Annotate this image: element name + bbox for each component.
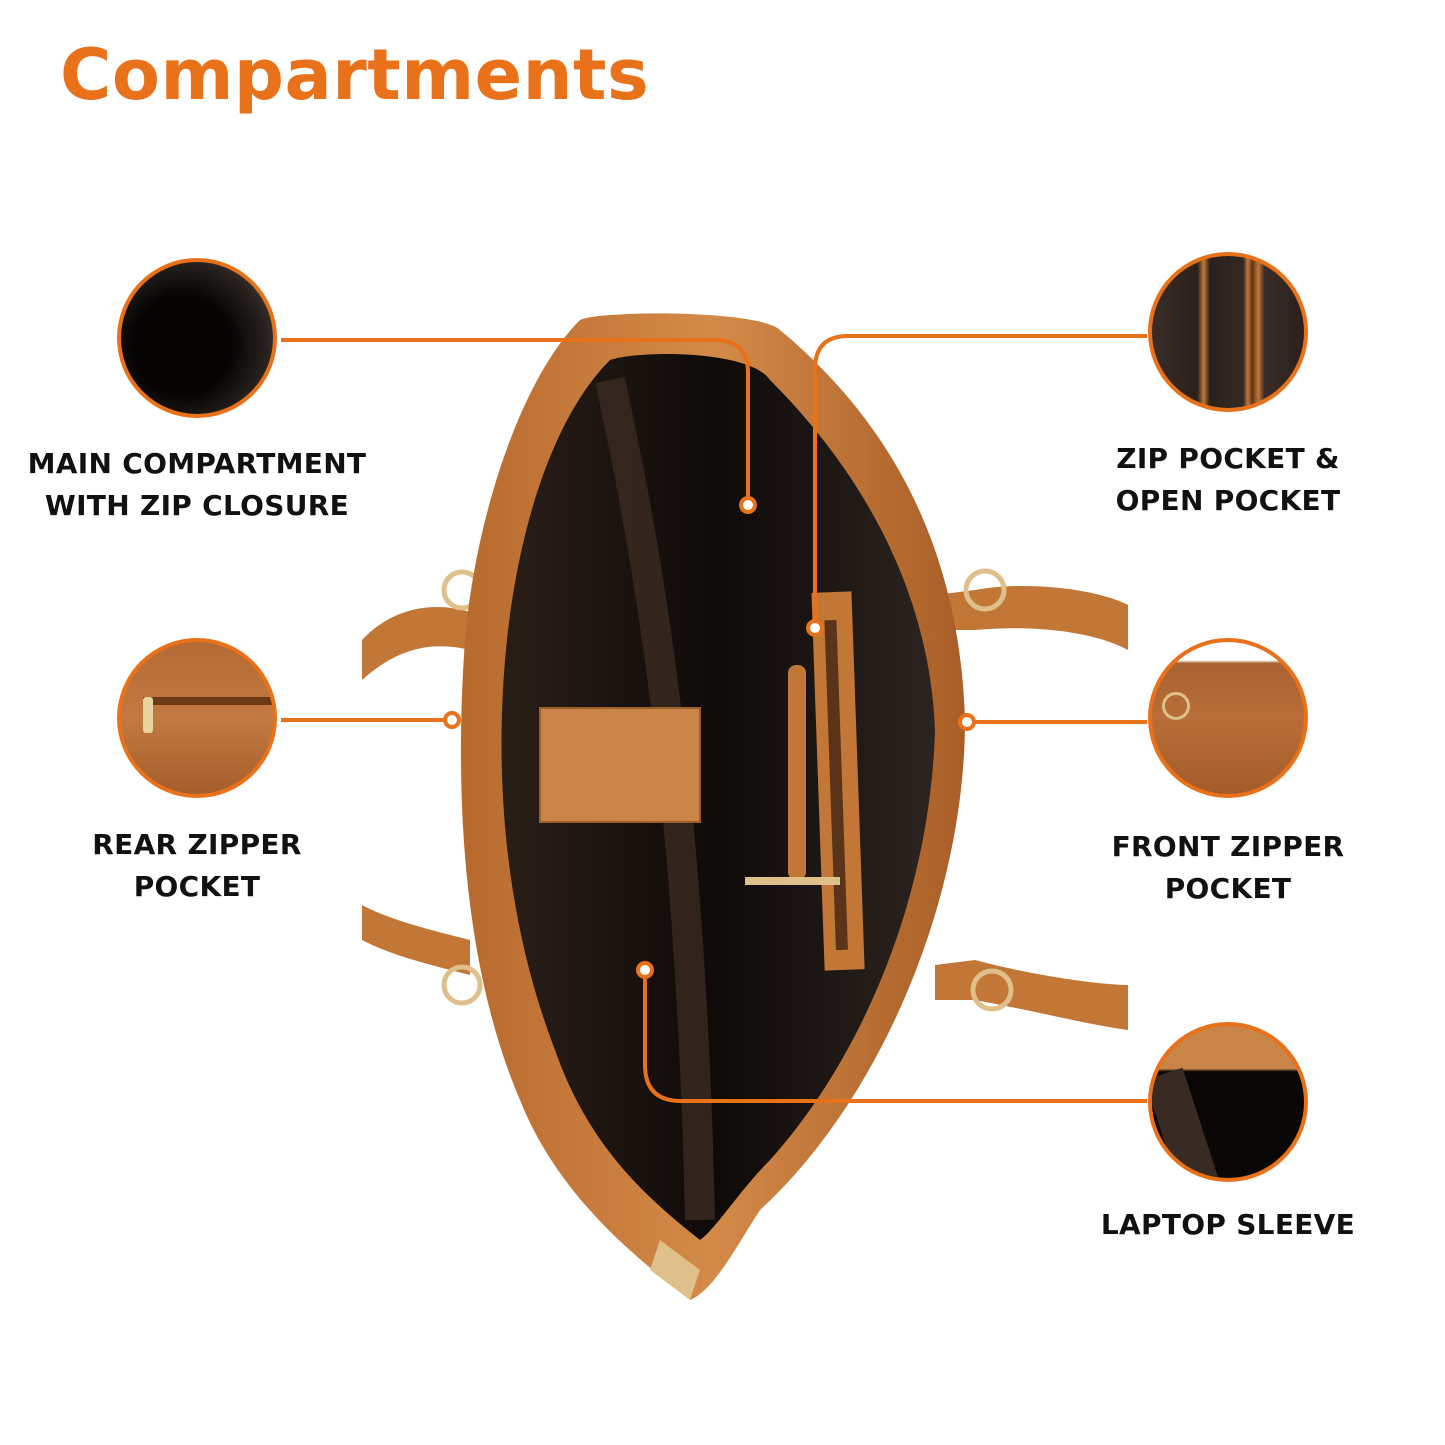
handle-right: [935, 568, 1128, 1030]
label-line: FRONT ZIPPER: [1111, 830, 1345, 863]
label-line: LAPTOP SLEEVE: [1100, 1208, 1356, 1241]
label-line: ZIP POCKET &: [1116, 442, 1340, 475]
label-laptop-sleeve: LAPTOP SLEEVE: [1030, 1204, 1426, 1246]
label-line: MAIN COMPARTMENT: [27, 447, 367, 480]
label-line: REAR ZIPPER: [92, 828, 302, 861]
zip-pocket-detail-image: [1148, 252, 1308, 412]
zipper-pull-icon: [143, 697, 153, 733]
label-line: OPEN POCKET: [1115, 484, 1341, 517]
page-title: Compartments: [60, 34, 650, 116]
label-main-compartment: MAIN COMPARTMENT WITH ZIP CLOSURE: [0, 443, 394, 527]
label-zip-open-pocket: ZIP POCKET & OPEN POCKET: [1030, 438, 1426, 522]
ring-icon: [1162, 692, 1190, 720]
zipper-track: [143, 697, 273, 705]
label-line: POCKET: [133, 870, 261, 903]
laptop-sleeve-detail-image: [1148, 1022, 1308, 1182]
main-compartment-detail-image: [117, 258, 277, 418]
rear-zipper-detail-image: [117, 638, 277, 798]
label-front-zipper-pocket: FRONT ZIPPER POCKET: [1030, 826, 1426, 910]
label-line: WITH ZIP CLOSURE: [44, 489, 350, 522]
label-line: POCKET: [1164, 872, 1292, 905]
label-rear-zipper-pocket: REAR ZIPPER POCKET: [0, 824, 394, 908]
front-zipper-detail-image: [1148, 638, 1308, 798]
